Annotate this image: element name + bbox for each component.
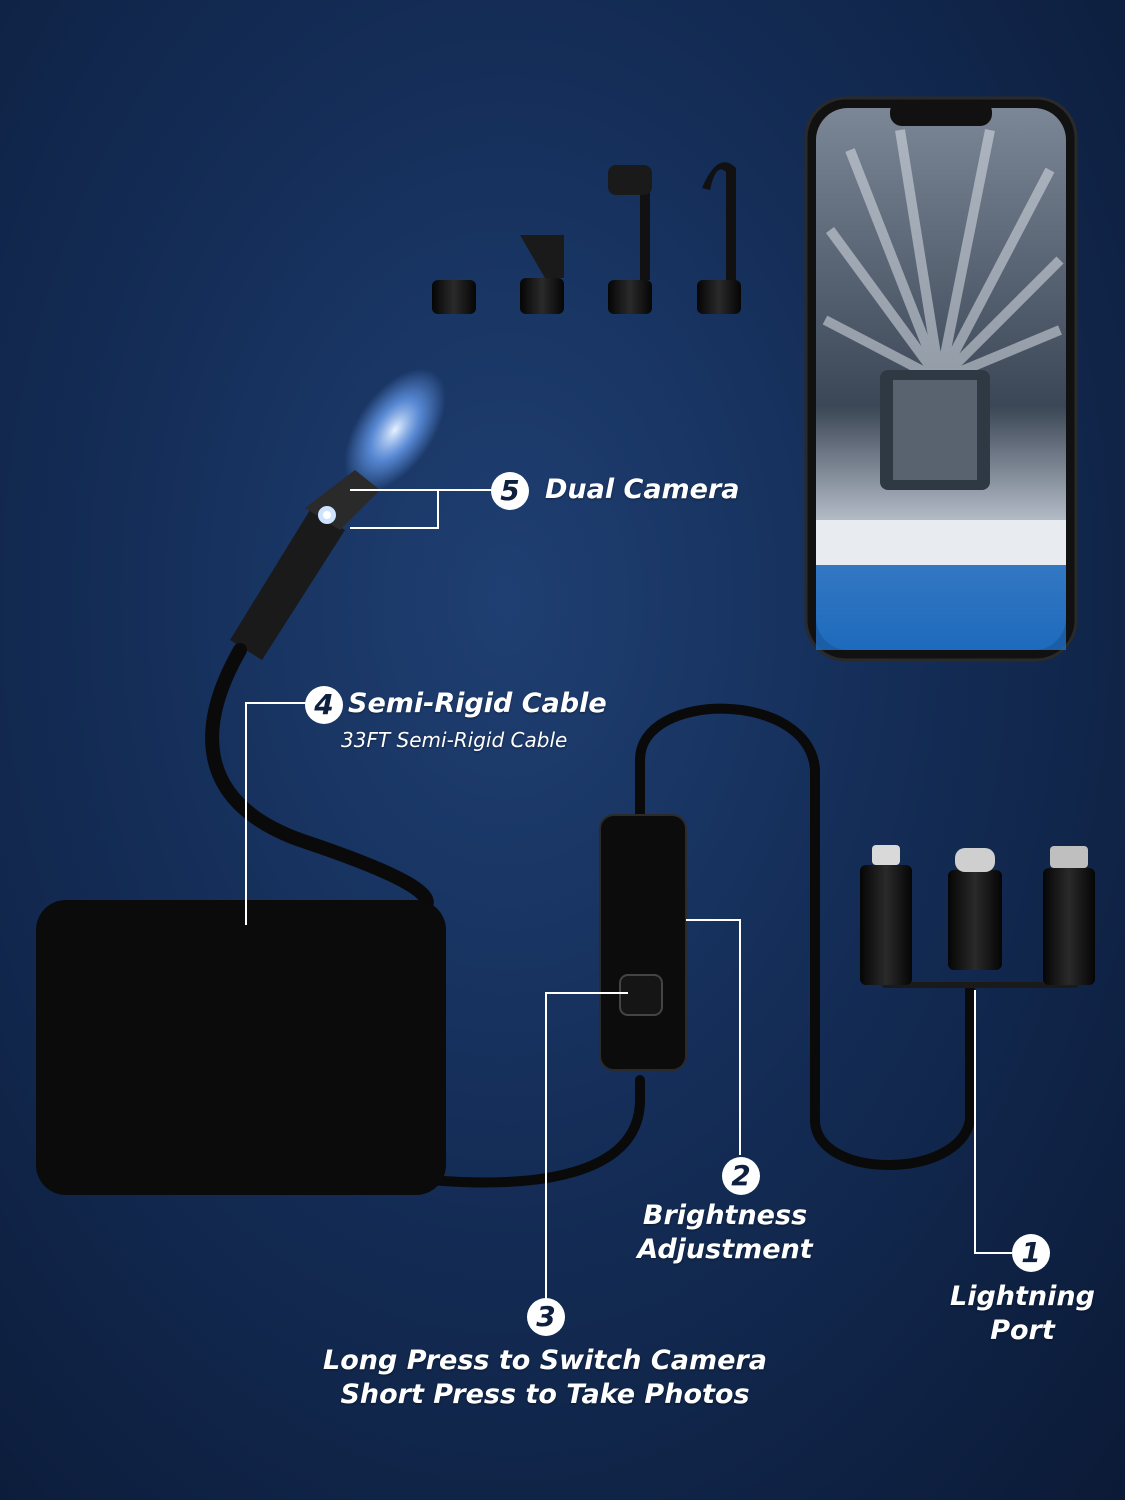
usb-c-connector — [948, 848, 1002, 970]
dual-camera-label: Dual Camera — [545, 474, 740, 505]
callout-number-2: 2 — [722, 1157, 760, 1195]
mirror-accessory — [520, 235, 564, 314]
port-label-line1: Lightning — [950, 1281, 1095, 1312]
button-label-line2: Short Press to Take Photos — [340, 1379, 750, 1410]
cable-sublabel: 33FT Semi-Rigid Cable — [341, 728, 568, 752]
lightning-connector — [860, 845, 912, 985]
camera-probe — [230, 368, 446, 660]
callout-number-3: 3 — [527, 1298, 565, 1336]
button-label-line1: Long Press to Switch Camera — [323, 1345, 767, 1376]
switch-button — [619, 974, 663, 1016]
accessory-tips — [432, 162, 741, 314]
callout-number-4: 4 — [305, 686, 343, 724]
connectors — [860, 845, 1095, 985]
cable-label: Semi-Rigid Cable — [348, 688, 607, 719]
brightness-label-line1: Brightness — [642, 1200, 808, 1231]
magnet-accessory — [432, 280, 476, 314]
micro-usb-connector — [1043, 846, 1095, 985]
brightness-label-line2: Adjustment — [637, 1234, 813, 1265]
cable-coil — [36, 900, 446, 1195]
control-box — [599, 814, 687, 1071]
leader-lines — [245, 489, 1012, 1300]
cable — [205, 643, 1078, 1188]
hook-accessory-open — [697, 162, 741, 314]
port-label-line2: Port — [990, 1315, 1055, 1346]
callout-number-1: 1 — [1012, 1234, 1050, 1272]
hook-accessory — [608, 165, 652, 314]
callout-number-5: 5 — [491, 472, 529, 510]
phone — [804, 96, 1078, 662]
